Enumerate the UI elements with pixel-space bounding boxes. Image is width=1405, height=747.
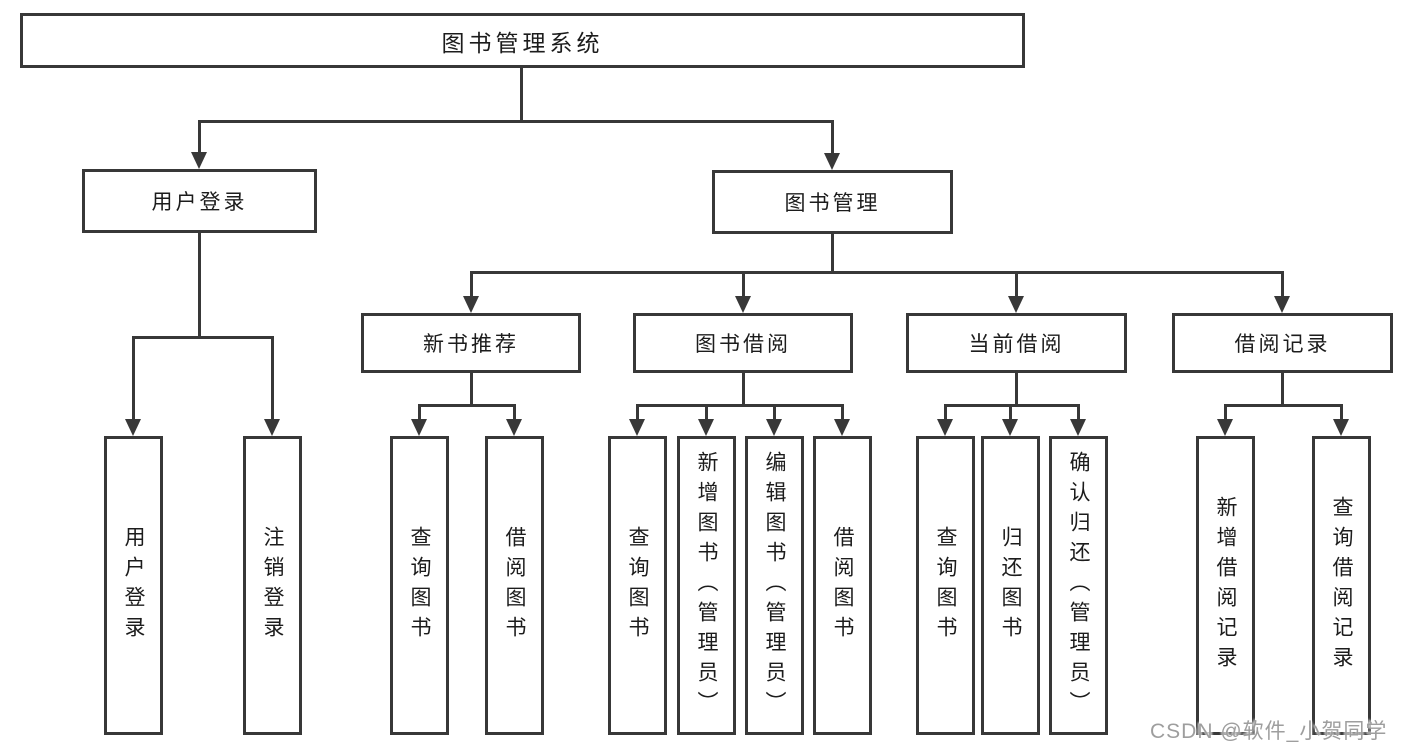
connector-drop-book-management <box>831 120 834 155</box>
connector-login-stem <box>198 232 201 339</box>
arrowhead-br-add <box>1217 419 1233 436</box>
node-current-borrow-label: 当前借阅 <box>968 333 1065 356</box>
node-borrow-records: 借阅记录 <box>1172 313 1393 373</box>
arrowhead-bb-borrow <box>834 419 850 436</box>
node-login-action-label: 用户登录 <box>122 525 145 646</box>
connector-drop-logout-action <box>271 336 274 421</box>
arrowhead-bb-query <box>629 419 645 436</box>
node-root: 图书管理系统 <box>20 13 1025 68</box>
node-new-book-recommend: 新书推荐 <box>361 313 581 373</box>
connector-drop-br-add <box>1224 404 1227 421</box>
arrowhead-current-borrow <box>1008 296 1024 313</box>
node-new-book-recommend-label: 新书推荐 <box>423 333 519 356</box>
arrowhead-login-action <box>125 419 141 436</box>
node-bb-edit-books: 编辑图书（管理员） <box>745 436 804 735</box>
arrowhead-book-borrow <box>735 296 751 313</box>
connector-drop-rec-borrow <box>513 404 516 421</box>
connector-rec-stem <box>470 372 473 407</box>
node-br-query-record: 查询借阅记录 <box>1312 436 1371 735</box>
connector-drop-bb-borrow <box>841 404 844 421</box>
connector-login-split <box>132 336 274 339</box>
connector-drop-br-query <box>1340 404 1343 421</box>
node-bb-query-books: 查询图书 <box>608 436 667 735</box>
connector-drop-new-book-recommend <box>470 271 473 298</box>
node-book-borrow-label: 图书借阅 <box>695 333 791 356</box>
connector-drop-cb-confirm <box>1077 404 1080 421</box>
arrowhead-bb-add <box>698 419 714 436</box>
arrowhead-user-login <box>191 152 207 169</box>
node-bb-borrow-books: 借阅图书 <box>813 436 872 735</box>
connector-drop-bb-query <box>636 404 639 421</box>
node-bb-borrow-books-label: 借阅图书 <box>831 525 854 646</box>
connector-drop-book-borrow <box>742 271 745 298</box>
arrowhead-new-book-recommend <box>463 296 479 313</box>
connector-rec-split <box>418 404 516 407</box>
node-bb-add-books: 新增图书（管理员） <box>677 436 736 735</box>
csdn-watermark: CSDN @软件_小贺同学 <box>1150 720 1388 743</box>
node-borrow-records-label: 借阅记录 <box>1234 333 1331 356</box>
connector-drop-bb-add <box>705 404 708 421</box>
node-rec-query-books: 查询图书 <box>390 436 449 735</box>
node-rec-borrow-books: 借阅图书 <box>485 436 544 735</box>
node-cb-confirm-return-label: 确认归还（管理员） <box>1067 450 1090 721</box>
arrowhead-borrow-records <box>1274 296 1290 313</box>
node-br-add-record: 新增借阅记录 <box>1196 436 1255 735</box>
node-bb-edit-books-label: 编辑图书（管理员） <box>763 450 786 721</box>
connector-drop-current-borrow <box>1015 271 1018 298</box>
node-bb-query-books-label: 查询图书 <box>626 525 649 646</box>
connector-mgmt-split <box>470 271 1284 274</box>
connector-drop-bb-edit <box>773 404 776 421</box>
connector-drop-user-login <box>198 120 201 154</box>
connector-drop-cb-query <box>944 404 947 421</box>
node-user-login: 用户登录 <box>82 169 317 233</box>
arrowhead-book-management <box>824 153 840 170</box>
connector-root-split <box>198 120 834 123</box>
node-cb-return-books-label: 归还图书 <box>999 525 1022 646</box>
connector-drop-login-action <box>132 336 135 421</box>
node-logout-action: 注销登录 <box>243 436 302 735</box>
node-book-borrow: 图书借阅 <box>633 313 853 373</box>
connector-bb-split <box>636 404 844 407</box>
node-cb-confirm-return: 确认归还（管理员） <box>1049 436 1108 735</box>
connector-drop-rec-query <box>418 404 421 421</box>
node-br-query-record-label: 查询借阅记录 <box>1330 495 1353 676</box>
node-rec-borrow-books-label: 借阅图书 <box>503 525 526 646</box>
connector-br-stem <box>1281 372 1284 407</box>
connector-drop-borrow-records <box>1281 271 1284 298</box>
node-bb-add-books-label: 新增图书（管理员） <box>695 450 718 721</box>
node-book-management-label: 图书管理 <box>784 192 881 215</box>
node-login-action: 用户登录 <box>104 436 163 735</box>
node-user-login-label: 用户登录 <box>151 191 248 214</box>
arrowhead-bb-edit <box>766 419 782 436</box>
arrowhead-cb-return <box>1002 419 1018 436</box>
node-br-add-record-label: 新增借阅记录 <box>1214 495 1237 676</box>
node-cb-return-books: 归还图书 <box>981 436 1040 735</box>
node-cb-query-books: 查询图书 <box>916 436 975 735</box>
arrowhead-cb-confirm <box>1070 419 1086 436</box>
connector-cb-stem <box>1015 372 1018 407</box>
arrowhead-cb-query <box>937 419 953 436</box>
node-current-borrow: 当前借阅 <box>906 313 1127 373</box>
node-logout-action-label: 注销登录 <box>261 525 284 646</box>
arrowhead-rec-borrow <box>506 419 522 436</box>
node-cb-query-books-label: 查询图书 <box>934 525 957 646</box>
arrowhead-br-query <box>1333 419 1349 436</box>
connector-cb-split <box>944 404 1080 407</box>
arrowhead-logout-action <box>264 419 280 436</box>
node-rec-query-books-label: 查询图书 <box>408 525 431 646</box>
connector-br-split <box>1224 404 1343 407</box>
connector-root-stem <box>520 66 523 122</box>
node-root-label: 图书管理系统 <box>441 29 604 56</box>
arrowhead-rec-query <box>411 419 427 436</box>
connector-drop-cb-return <box>1009 404 1012 421</box>
node-book-management: 图书管理 <box>712 170 953 234</box>
connector-mgmt-stem <box>831 233 834 273</box>
connector-bb-stem <box>742 372 745 407</box>
